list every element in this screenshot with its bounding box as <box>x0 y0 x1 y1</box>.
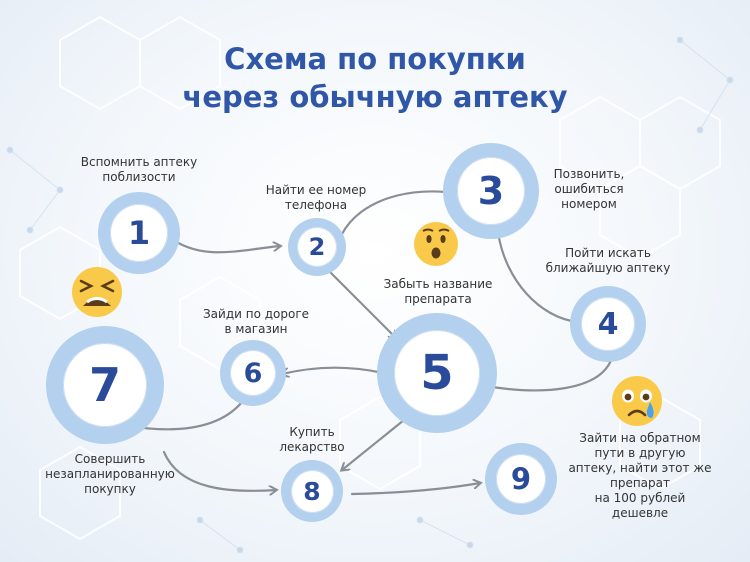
step-7-label: Совершить незапланированную покупку <box>45 452 175 496</box>
step-6-label: Зайди по дороге в магазин <box>202 307 310 336</box>
step-8-label: Купить лекарство <box>279 425 345 454</box>
step-1-label: Вспомнить аптеку поблизости <box>80 155 198 184</box>
step-4-number: 4 <box>581 297 635 351</box>
step-4-label: Пойти искать ближайшую аптеку <box>545 246 671 275</box>
tired-face-icon <box>72 267 122 317</box>
step-6-node: 6 <box>220 340 286 406</box>
step-4-node: 4 <box>570 286 646 362</box>
step-5-label: Забыть название препарата <box>383 277 493 306</box>
step-2-label: Найти ее номер телефона <box>265 183 367 212</box>
step-6-number: 6 <box>230 350 276 396</box>
step-2-number: 2 <box>297 227 337 267</box>
crying-face-icon <box>612 376 662 426</box>
step-5-node: 5 <box>377 313 497 433</box>
step-3-node: 3 <box>443 143 539 239</box>
step-7-node: 7 <box>46 326 164 444</box>
step-8-node: 8 <box>281 460 343 522</box>
step-2-node: 2 <box>288 218 346 276</box>
step-3-number: 3 <box>457 157 525 225</box>
step-3-label: Позвонить, ошибиться номером <box>553 167 625 211</box>
step-7-number: 7 <box>63 343 147 427</box>
step-1-node: 1 <box>98 192 180 274</box>
step-1-number: 1 <box>110 204 168 262</box>
step-9-label: Зайти на обратном пути в другую аптеку, … <box>568 431 712 520</box>
step-9-number: 9 <box>496 454 546 504</box>
title-line-2: через обычную аптеку <box>182 80 568 114</box>
step-8-number: 8 <box>290 469 334 513</box>
title-line-1: Схема по покупки <box>224 42 526 76</box>
step-9-node: 9 <box>485 443 557 515</box>
step-5-number: 5 <box>394 330 480 416</box>
page-title: Схема по покупки через обычную аптеку <box>0 40 750 116</box>
surprised-face-icon <box>414 222 458 266</box>
